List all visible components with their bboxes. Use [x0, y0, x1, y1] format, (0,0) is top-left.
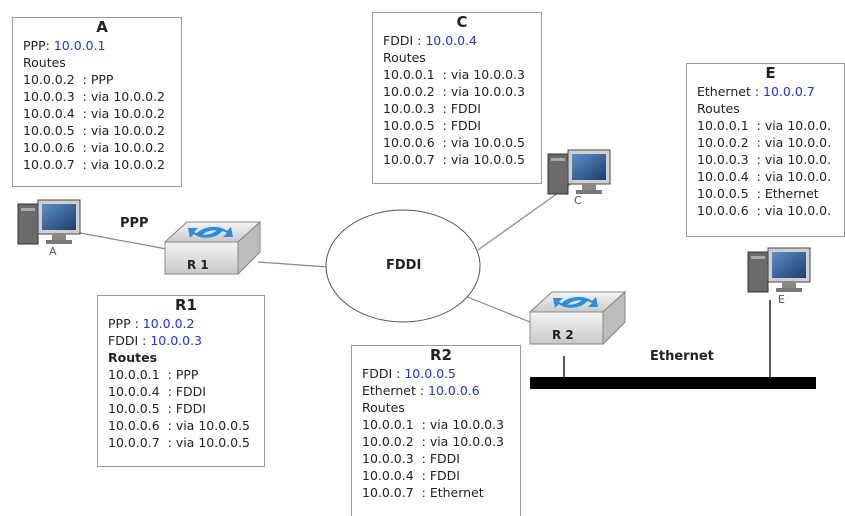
link-a-r1 — [74, 231, 173, 251]
route-entry: 10.0.0.6 : via 10.0.0. — [697, 203, 832, 218]
interface-separator: : — [45, 38, 54, 53]
route-entry: 10.0.0.3 : FDDI — [362, 451, 460, 466]
ppp-link-label: PPP — [120, 216, 149, 231]
interface-ip: 10.0.0.7 — [763, 84, 815, 99]
interface-row: Ethernet : 10.0.0.6 — [362, 382, 520, 399]
node-title: E — [765, 64, 776, 82]
route-entry: 10.0.0.1 : via 10.0.0. — [697, 118, 832, 133]
interface-row: FDDI : 10.0.0.4 — [383, 32, 541, 49]
route-entry: 10.0.0.3 : via 10.0.0. — [697, 152, 832, 167]
route-entry: 10.0.0.5 : Ethernet — [697, 186, 819, 201]
host-a-computer-icon — [17, 199, 81, 245]
host-c-computer-icon — [547, 149, 611, 195]
route-entry: 10.0.0.6 : via 10.0.0.2 — [23, 140, 166, 155]
interface-ip: 10.0.0.6 — [428, 383, 480, 398]
route-entry: 10.0.0.7 : via 10.0.0.5 — [108, 435, 251, 450]
route-entry: 10.0.0.2 : PPP — [23, 72, 114, 87]
route-entry: 10.0.0.1 : PPP — [108, 367, 199, 382]
route-entry: 10.0.0.3 : FDDI — [383, 101, 481, 116]
interface-ip: 10.0.0.1 — [53, 38, 106, 53]
interface-row: FDDI : 10.0.0.5 — [362, 365, 520, 382]
node-title: R1 — [175, 296, 197, 314]
interface-name: FDDI — [383, 33, 414, 48]
route-entry: 10.0.0.6 : via 10.0.0.5 — [383, 135, 526, 150]
link-r1-fddi — [257, 261, 329, 268]
route-entry: 10.0.0.1 : via 10.0.0.3 — [362, 417, 505, 432]
interface-ip: 10.0.0.5 — [404, 366, 456, 381]
router-r1-label: R 1 — [187, 258, 209, 272]
router-r2-label: R 2 — [552, 328, 574, 342]
route-entry: 10.0.0.7 : via 10.0.0.5 — [383, 152, 526, 167]
fddi-ring — [325, 209, 481, 323]
host-c-label: C — [574, 194, 582, 207]
interface-name: PPP — [23, 38, 46, 53]
interface-ip: 10.0.0.3 — [150, 333, 202, 348]
interface-name: FDDI — [362, 366, 393, 381]
interface-name: PPP — [108, 316, 131, 331]
interface-row: Ethernet : 10.0.0.7 — [697, 83, 844, 100]
fddi-label: FDDI — [386, 258, 422, 273]
route-entry: 10.0.0.6 : via 10.0.0.5 — [108, 418, 251, 433]
interface-ip: 10.0.0.4 — [425, 33, 477, 48]
node-title: C — [456, 13, 468, 31]
interface-name: FDDI — [108, 333, 139, 348]
route-entry: 10.0.0.4 : FDDI — [108, 384, 206, 399]
host-e-computer-icon — [747, 247, 811, 293]
interface-name: Ethernet — [697, 84, 751, 99]
router-r1-icon — [163, 220, 262, 276]
router-r2-icon — [528, 290, 627, 346]
interface-row: PPP : 10.0.0.2 — [108, 315, 264, 332]
interface-separator: : — [138, 333, 151, 348]
interface-ip: 10.0.0.2 — [142, 316, 195, 331]
node-title: A — [96, 18, 108, 36]
route-entry: 10.0.0.1 : via 10.0.0.3 — [383, 67, 526, 82]
route-entry: 10.0.0.2 : via 10.0.0.3 — [383, 84, 526, 99]
interface-separator: : — [415, 383, 429, 398]
ethernet-bus — [530, 377, 816, 389]
route-entry: 10.0.0.2 : via 10.0.0. — [697, 135, 832, 150]
interface-separator: : — [750, 84, 764, 99]
node-title: R2 — [430, 346, 452, 364]
route-entry: 10.0.0.7 : Ethernet — [362, 485, 484, 500]
routes-heading: Routes — [108, 350, 158, 365]
interface-separator: : — [413, 33, 426, 48]
host-a-label: A — [49, 245, 57, 258]
route-entry: 10.0.0.5 : FDDI — [383, 118, 481, 133]
routes-heading: Routes — [23, 55, 66, 70]
host-e-label: E — [778, 293, 785, 306]
routes-heading: Routes — [362, 400, 405, 415]
route-entry: 10.0.0.5 : via 10.0.0.2 — [23, 123, 166, 138]
route-entry: 10.0.0.2 : via 10.0.0.3 — [362, 434, 505, 449]
route-entry: 10.0.0.4 : FDDI — [362, 468, 460, 483]
ethernet-label: Ethernet — [650, 349, 714, 364]
route-entry: 10.0.0.5 : FDDI — [108, 401, 206, 416]
interface-row: PPP: 10.0.0.1 — [23, 37, 181, 54]
route-entry: 10.0.0.3 : via 10.0.0.2 — [23, 89, 166, 104]
interface-separator: : — [130, 316, 143, 331]
interface-separator: : — [392, 366, 405, 381]
routes-heading: Routes — [383, 50, 426, 65]
routes-heading: Routes — [697, 101, 740, 116]
link-fddi-r2 — [464, 295, 531, 323]
route-entry: 10.0.0.7 : via 10.0.0.2 — [23, 157, 166, 172]
interface-row: FDDI : 10.0.0.3 — [108, 332, 264, 349]
interface-name: Ethernet — [362, 383, 416, 398]
route-entry: 10.0.0.4 : via 10.0.0.2 — [23, 106, 166, 121]
route-entry: 10.0.0.4 : via 10.0.0. — [697, 169, 832, 184]
